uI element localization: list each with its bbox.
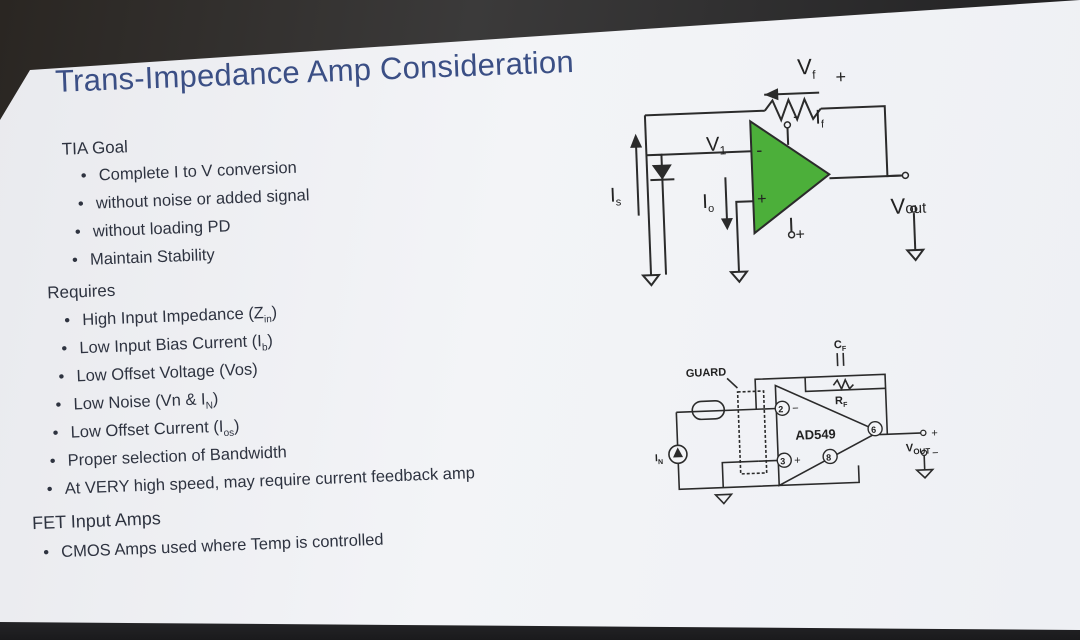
coax-connector [691, 400, 726, 421]
pin-3: 3 [780, 456, 785, 466]
pin2-minus: − [792, 403, 799, 415]
ground-icon [728, 270, 750, 284]
if-arrow [764, 88, 779, 101]
vout-minus: − [932, 447, 939, 459]
ad549-part-label: AD549 [795, 426, 836, 443]
opamp-symbol [749, 119, 832, 236]
guard-box [736, 390, 768, 475]
if-label: If [815, 106, 825, 130]
ground-icon [713, 493, 734, 505]
vout-plus: + [931, 427, 938, 439]
pin3-plus: + [794, 455, 801, 467]
bottom-return-wire [675, 412, 860, 491]
cf-label: CF [834, 339, 847, 353]
rf-label: RF [835, 395, 848, 409]
opamp-plus: + [757, 191, 767, 208]
pin-2: 2 [778, 404, 783, 414]
feedback-wire [644, 109, 765, 117]
feedback-cf-wire [754, 373, 889, 435]
pin-6: 6 [871, 425, 876, 435]
guard-wire [721, 460, 759, 488]
output-wire [829, 174, 903, 180]
input-node-wire [643, 115, 653, 276]
io-arrow [720, 218, 733, 231]
feedback-resistor [764, 96, 822, 123]
in-label: IN [655, 453, 663, 466]
supply-minus: - [793, 108, 799, 125]
vf-plus-label: + [835, 67, 846, 87]
ground-icon [914, 468, 935, 479]
vout-label: VOUT [906, 442, 931, 457]
feedback-rf-wire [804, 377, 886, 393]
is-arrow [630, 133, 643, 148]
supply-plus: + [795, 226, 805, 243]
ground-icon [905, 248, 926, 262]
guard-label: GUARD [686, 366, 727, 380]
vf-label: Vf [797, 54, 817, 83]
pin-8: 8 [826, 452, 831, 462]
photodiode-icon [651, 164, 672, 180]
inverting-input-wire [661, 150, 752, 156]
ground-icon [640, 273, 662, 287]
noninverting-wire [735, 200, 754, 272]
vout-label: Vout [890, 193, 927, 219]
v1-label: V1 [706, 133, 727, 158]
opamp-minus: - [756, 140, 763, 160]
is-label: Is [610, 184, 622, 208]
io-label: Io [702, 191, 715, 215]
inverting-input-wire [676, 407, 777, 414]
output-wire [879, 432, 923, 436]
